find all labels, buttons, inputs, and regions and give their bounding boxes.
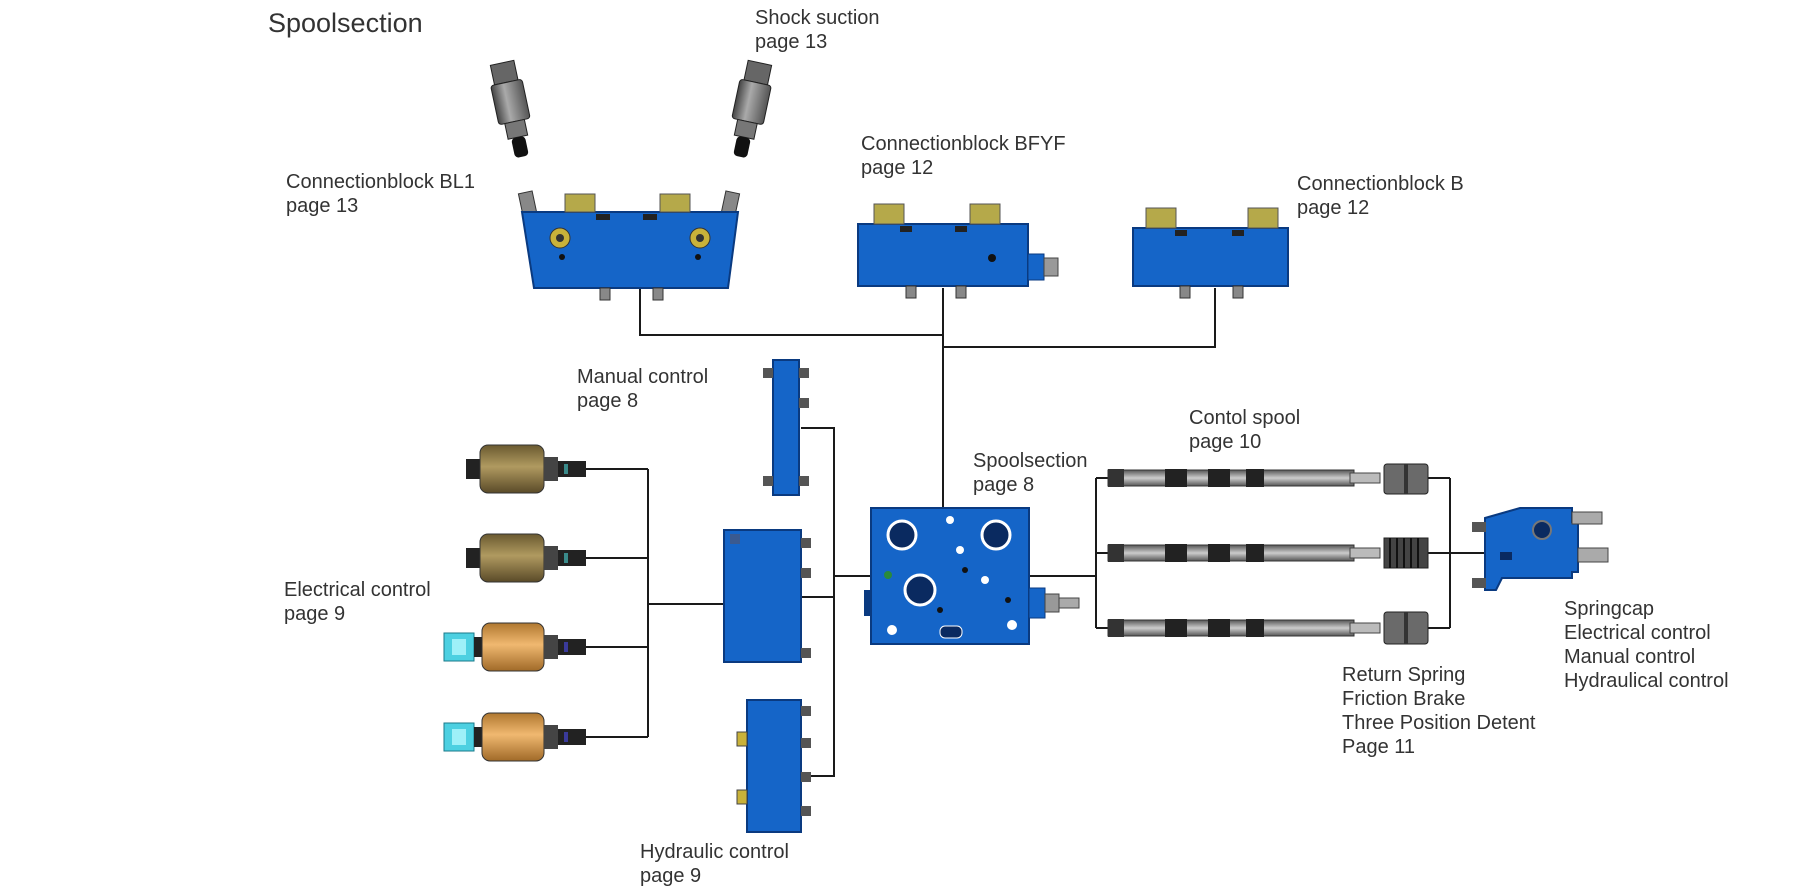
label-b-page: page 12 (1297, 197, 1370, 219)
friction-brake-element (1383, 537, 1429, 569)
label-control-spool-name: Contol spool (1189, 407, 1301, 429)
page-title: Spoolsection (268, 8, 423, 38)
connection-lines (586, 288, 1485, 777)
label-spoolsection-name: Spoolsection (973, 450, 1088, 472)
control-spool-2 (1107, 544, 1381, 562)
label-return-spring-line1: Return Spring (1342, 664, 1466, 686)
label-control-spool-page: page 10 (1189, 431, 1262, 453)
solenoid-bronze-2 (466, 533, 586, 583)
three-position-detent-element (1383, 611, 1429, 645)
solenoid-orange-1 (443, 622, 586, 672)
electrical-control-block (723, 529, 811, 663)
label-return-spring-line3: Three Position Detent (1342, 712, 1536, 734)
label-springcap-line2: Electrical control (1564, 622, 1711, 644)
label-bl1-page: page 13 (286, 195, 359, 217)
manual-control-block (763, 359, 809, 496)
solenoid-bronze-1 (466, 444, 586, 494)
connectionblock-bl1 (517, 190, 741, 301)
connectionblock-bfyf (857, 203, 1059, 299)
label-shock-suction: Shock suction page 13 (755, 6, 880, 54)
label-manual-page: page 8 (577, 390, 639, 412)
label-manual-name: Manual control (577, 366, 709, 388)
label-b-name: Connectionblock B (1297, 173, 1464, 195)
label-spoolsection-page: page 8 (973, 474, 1035, 496)
label-electrical-control: Electrical control page 9 (284, 578, 431, 626)
label-connectionblock-b: Connectionblock B page 12 (1297, 172, 1464, 220)
label-control-spool: Contol spool page 10 (1189, 406, 1300, 454)
label-springcap-line1: Springcap (1564, 598, 1655, 620)
label-hydraulic-control: Hydraulic control page 9 (640, 840, 789, 888)
label-shock-suction-page: page 13 (755, 31, 828, 53)
line-manual-hydraulic (801, 427, 835, 777)
label-return-spring-line2: Friction Brake (1342, 688, 1466, 710)
spoolsection-block (864, 507, 1080, 645)
label-hydraulic-name: Hydraulic control (640, 841, 789, 863)
control-spool-3 (1107, 619, 1381, 637)
label-return-spring-line4: Page 11 (1342, 736, 1416, 758)
label-return-spring: Return Spring Friction Brake Three Posit… (1342, 663, 1535, 759)
label-shock-suction-name: Shock suction (755, 7, 880, 29)
label-springcap-line3: Manual control (1564, 646, 1696, 668)
label-spoolsection: Spoolsection page 8 (973, 449, 1088, 497)
connectionblock-b (1132, 207, 1289, 299)
springcap-block (1472, 507, 1609, 591)
hydraulic-control-block (736, 699, 811, 833)
return-spring-element (1383, 463, 1429, 495)
control-spool-1 (1107, 469, 1381, 487)
label-manual-control: Manual control page 8 (577, 365, 708, 413)
label-bfyf-page: page 12 (861, 157, 934, 179)
label-electrical-page: page 9 (284, 603, 346, 625)
solenoid-orange-2 (443, 712, 586, 762)
line-b-bus (943, 288, 1216, 348)
label-hydraulic-page: page 9 (640, 865, 702, 887)
label-springcap: Springcap Electrical control Manual cont… (1564, 597, 1729, 693)
shock-suction-valve-left (489, 59, 531, 158)
label-bl1-name: Connectionblock BL1 (286, 171, 476, 193)
label-bfyf-name: Connectionblock BFYF (861, 133, 1066, 155)
shock-suction-valve-right (731, 59, 773, 158)
label-electrical-name: Electrical control (284, 579, 431, 601)
label-connectionblock-bl1: Connectionblock BL1 page 13 (286, 170, 475, 218)
label-springcap-line4: Hydraulical control (1564, 670, 1729, 692)
line-bl1-bus (639, 288, 943, 336)
label-connectionblock-bfyf: Connectionblock BFYF page 12 (861, 132, 1066, 180)
